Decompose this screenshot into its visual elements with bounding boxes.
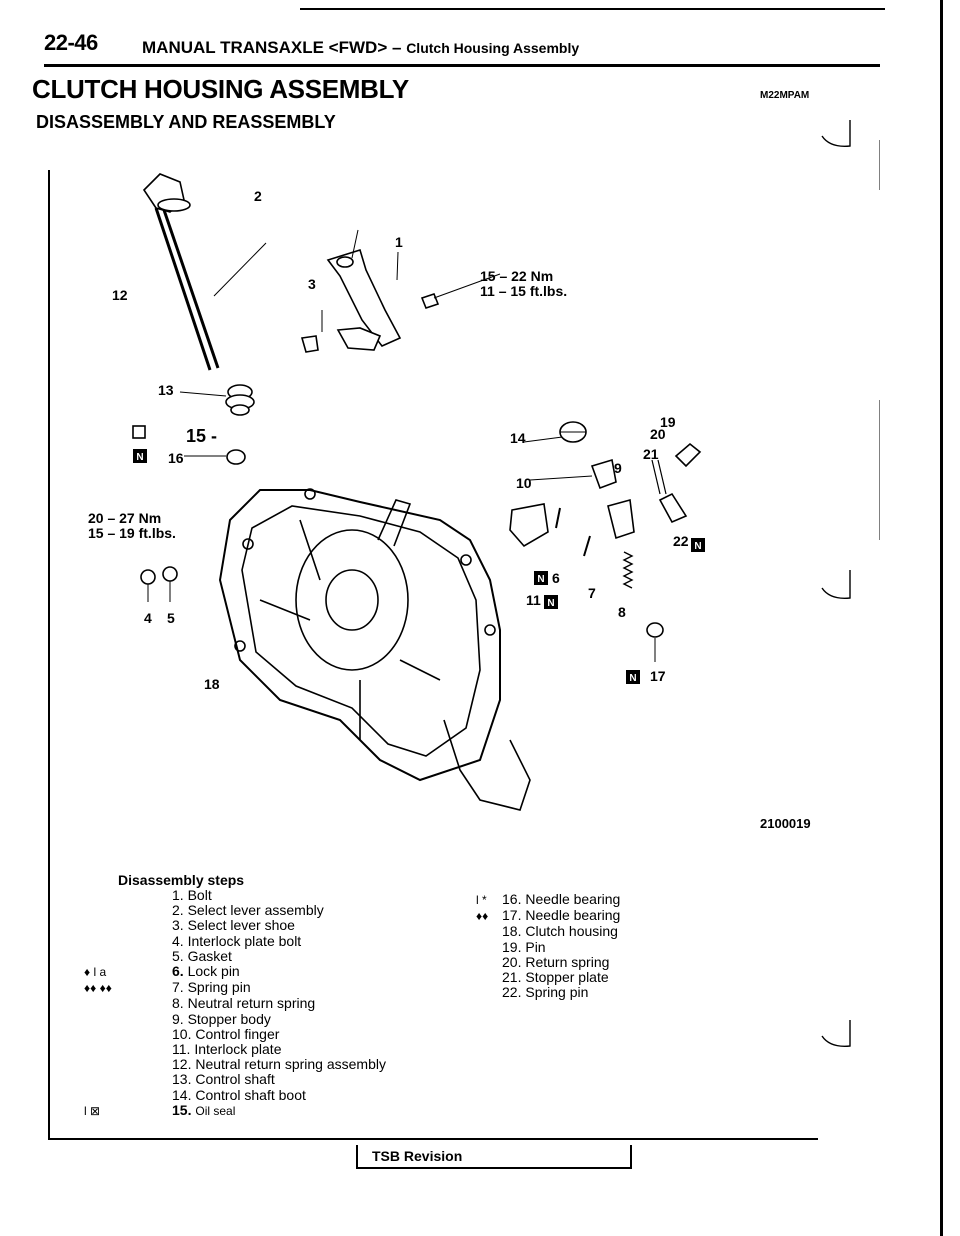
page-number: 22-46 [44,30,98,55]
control-finger-drawing [590,458,617,490]
svg-text:N: N [694,541,701,552]
step-item: 18. Clutch housing [502,923,618,940]
step-item: 2. Select lever assembly [172,902,324,919]
callout-14: 13 [158,382,174,398]
svg-text:N: N [547,598,554,609]
page-title: CLUTCH HOUSING ASSEMBLY [32,74,409,104]
callout-9: 9 [614,460,622,476]
callout-16: 16 [168,450,184,466]
callout-17: 17 [650,668,666,684]
select-lever-drawing [326,248,402,351]
steps-left-column: 1. Bolt 2. Select lever assembly 3. Sele… [84,887,444,1119]
callout-5: 5 [167,610,175,626]
torque-a-nm: 15 – 22 Nm [480,268,554,284]
lever-shoe-drawing [300,335,319,353]
callout-7: 7 [588,585,596,601]
header-rule [44,64,880,67]
step-item: 14. Control shaft boot [172,1086,306,1103]
step-item: 3. Select lever shoe [172,917,295,934]
callout-1: 1 [395,234,403,250]
spring-pin-drawing [583,535,591,557]
step-item: 5. Gasket [172,947,232,964]
step-item: 4. Interlock plate bolt [172,932,302,949]
step-item: 13. Control shaft [172,1071,275,1088]
step-item: 12. Neutral return spring assembly [172,1056,386,1073]
step-item: 8. Neutral return spring [172,995,316,1012]
header-section-name: MANUAL TRANSAXLE <FWD> [142,38,388,57]
callout-3: 3 [308,276,316,292]
steps-right-column: l *16. Needle bearing ♦♦17. Needle beari… [476,891,656,1001]
torque-b-ftlbs: 15 – 19 ft.lbs. [88,525,176,541]
callout-12: 14 [510,430,526,446]
svg-text:N: N [629,673,636,684]
figure-number: 2100019 [760,816,811,831]
stopper-body-drawing [607,498,635,540]
callout-8: 8 [618,604,626,620]
callout-21: 21 [643,446,659,462]
callout-15: 15 - [186,426,218,446]
callout-2: 2 [254,188,262,204]
step-item: 21. Stopper plate [502,969,609,986]
callout-20: 20 [650,426,666,442]
stopper-plate-21-drawing [658,492,688,524]
left-frame-rule [48,170,50,1140]
torque-b-nm: 20 – 27 Nm [88,510,162,526]
bearing-17-drawing [646,622,664,638]
exploded-view-diagram: N N N N N [132,173,705,811]
header-subsection: Clutch Housing Assembly [406,40,580,56]
callout-22: 22 [673,533,689,549]
return-spring-20-drawing [651,459,667,495]
tsb-revision-box: TSB Revision [356,1145,632,1169]
step-item: 9. Stopper body [172,1010,271,1027]
clutch-housing-drawing [218,488,531,811]
step-item: l *16. Needle bearing [476,891,621,907]
svg-text:N: N [136,452,143,463]
footer-rule [48,1138,818,1140]
oil-seal-marker-icon [132,425,146,439]
callout-19: 19 [660,414,676,430]
right-page-edge [940,0,943,1236]
bolt-gasket-drawing [140,566,178,602]
lock-pin-drawing [555,507,561,529]
interlock-plate-drawing [509,503,549,548]
step-item: ♦♦17. Needle bearing [476,907,621,924]
header-top-rule [300,8,885,10]
step-item: 19. Pin [502,938,546,955]
step-item: 1. Bolt [172,887,212,903]
step-item: 11. Interlock plate [172,1041,282,1058]
spring-assembly-drawing [559,421,587,443]
callout-10: 10 [516,475,532,491]
step-item: 20. Return spring [502,953,610,970]
callout-6: 6 [552,570,560,586]
control-shaft-drawing [142,173,220,371]
callout-13: 12 [112,287,128,303]
step-item: l ⊠15. Oil seal [84,1101,236,1118]
svg-text:N: N [537,574,544,585]
callout-4: 4 [144,610,152,626]
binding-marks [821,120,880,1047]
spring-8-drawing [622,551,634,589]
new-part-badges [133,449,705,684]
callout-11: 11 [526,592,541,608]
callout-18: 18 [204,676,220,692]
section-code: M22MPAM [760,90,810,101]
pin-19-drawing [674,442,702,468]
tsb-revision-label: TSB Revision [372,1148,463,1164]
header-dash: – [391,38,402,57]
step-item: 22. Spring pin [502,984,589,1001]
boot-drawing [225,384,255,416]
step-item: ♦♦ ♦♦7. Spring pin [84,979,251,996]
bolt-1-drawing [420,293,440,309]
torque-a-ftlbs: 11 – 15 ft.lbs. [480,283,568,299]
step-item: 10. Control finger [172,1025,280,1042]
page-subtitle: DISASSEMBLY AND REASSEMBLY [36,112,336,132]
bearing-16-drawing [226,449,246,465]
steps-heading: Disassembly steps [118,872,245,888]
header-section: MANUAL TRANSAXLE <FWD> – Clutch Housing … [142,38,579,58]
